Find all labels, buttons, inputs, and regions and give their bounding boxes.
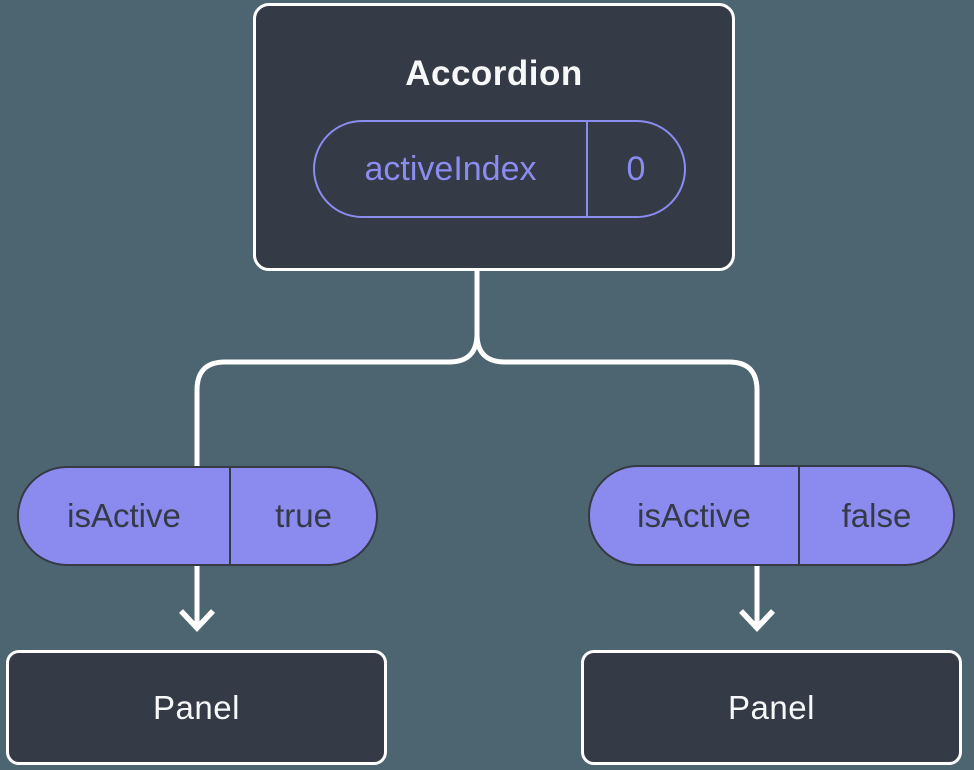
- arrow-down-icon: [738, 609, 776, 633]
- component-title: Panel: [728, 688, 815, 726]
- prop-pill-isactive-false: isActive false: [588, 465, 955, 566]
- component-title: Panel: [153, 688, 240, 726]
- prop-value-label: false: [841, 496, 912, 534]
- prop-name-label: isActive: [19, 468, 231, 564]
- arrow-down-icon: [178, 609, 216, 633]
- prop-name-label: isActive: [590, 467, 800, 564]
- connector-root-to-left-child: [194, 266, 480, 626]
- prop-pill-isactive-true: isActive true: [17, 466, 378, 566]
- state-pill: activeIndex 0: [313, 120, 686, 218]
- connector-root-to-right-child: [474, 266, 760, 626]
- panel-component-node: Panel: [581, 650, 962, 765]
- state-name-label: activeIndex: [315, 122, 588, 216]
- component-title: Accordion: [405, 54, 583, 93]
- prop-value-label: true: [275, 497, 332, 534]
- accordion-component-node: Accordion activeIndex 0: [253, 3, 735, 271]
- panel-component-node: Panel: [6, 650, 387, 765]
- state-value-label: 0: [626, 149, 646, 188]
